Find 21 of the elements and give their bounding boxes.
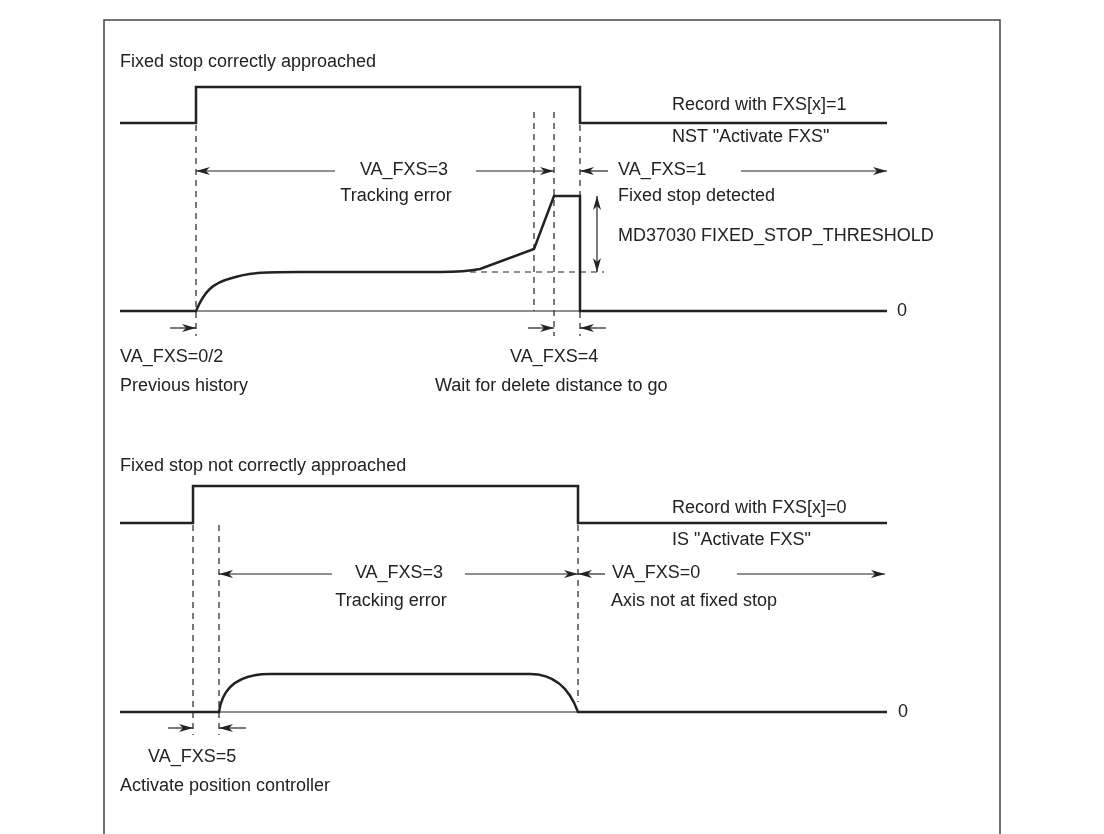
state-label: VA_FXS=0/2 [120,347,224,367]
state-description: Previous history [120,376,249,396]
signal-label: NST "Activate FXS" [672,127,830,147]
state-description: Fixed stop detected [618,186,776,206]
state-description: Tracking error [340,186,452,206]
state-description: Activate position controller [120,776,331,796]
state-description: Axis not at fixed stop [611,591,778,611]
panel-heading: Fixed stop not correctly approached [120,456,407,476]
panel-heading: Fixed stop correctly approached [120,52,377,72]
zero-level-label: 0 [898,702,908,722]
state-label: VA_FXS=1 [618,160,707,180]
state-label: VA_FXS=5 [148,747,237,767]
state-label: VA_FXS=4 [510,347,599,367]
signal-label: Record with FXS[x]=1 [672,95,847,115]
state-label: VA_FXS=0 [612,563,701,583]
threshold-label: MD37030 FIXED_STOP_THRESHOLD [618,226,934,246]
zero-level-label: 0 [897,301,907,321]
state-description: Tracking error [335,591,447,611]
state-description: Wait for delete distance to go [435,376,668,396]
signal-label: Record with FXS[x]=0 [672,498,847,518]
signal-label: IS "Activate FXS" [672,530,811,550]
